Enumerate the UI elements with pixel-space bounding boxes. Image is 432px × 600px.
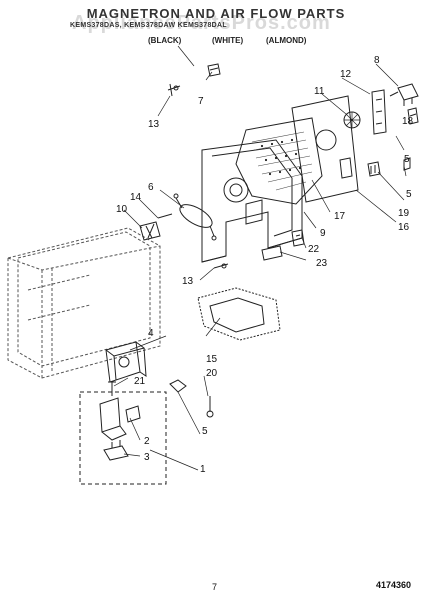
- clip-7: [207, 63, 221, 77]
- callout-5-upper: 5: [404, 154, 410, 165]
- wire-harness: [173, 193, 217, 241]
- callout-19: 19: [398, 208, 410, 219]
- page-number: 7: [212, 582, 218, 592]
- callout-18: 18: [402, 116, 414, 127]
- callout-3: 3: [144, 452, 150, 463]
- screw-13-lower: [213, 263, 229, 269]
- screw-14: [157, 213, 173, 219]
- clip-5-lower: [169, 379, 187, 393]
- page-title: MAGNETRON AND AIR FLOW PARTS: [86, 6, 346, 21]
- part-3: [103, 440, 129, 461]
- fan-blade: [343, 111, 361, 129]
- callout-10: 10: [116, 204, 128, 215]
- callout-1: 1: [200, 464, 206, 475]
- air-guide-panel: [235, 117, 323, 205]
- callout-20: 20: [206, 368, 218, 379]
- connector-19: [367, 161, 381, 177]
- document-number: 4174360: [376, 580, 412, 590]
- air-guide-plate: [197, 287, 281, 341]
- bracket-23: [261, 245, 283, 261]
- magnetron: [105, 341, 147, 383]
- leader-lines: [113, 45, 407, 471]
- callout-7: 7: [198, 96, 204, 107]
- watermark: AppliancePartsPros.com: [72, 12, 331, 34]
- oven-cavity-outline: [7, 227, 161, 379]
- color-black: (BLACK): [148, 36, 182, 45]
- screw-13-upper: [167, 83, 181, 97]
- model-numbers: KEMS378DAS, KEMS378DAW KEMS378DAL: [70, 22, 227, 29]
- block-22: [291, 229, 305, 247]
- callout-6: 6: [148, 182, 154, 193]
- callout-16: 16: [398, 222, 410, 233]
- bracket-2: [99, 397, 141, 441]
- callout-2: 2: [144, 436, 150, 447]
- callout-23: 23: [316, 258, 328, 269]
- callout-17: 17: [334, 211, 346, 222]
- fan-bracket: [371, 89, 387, 135]
- callout-5-lower: 5: [202, 426, 208, 437]
- callout-5-right: 5: [406, 189, 412, 200]
- clip-18: [407, 107, 419, 125]
- callout-13-upper: 13: [148, 119, 160, 130]
- callout-12: 12: [340, 69, 352, 80]
- screw-21: [108, 381, 116, 396]
- callout-11: 11: [314, 86, 325, 97]
- callout-22: 22: [308, 244, 320, 255]
- color-almond: (ALMOND): [266, 36, 307, 45]
- callout-15: 15: [206, 354, 218, 365]
- callout-9: 9: [320, 228, 326, 239]
- thermal-cutout: [139, 221, 161, 241]
- callout-4: 4: [148, 328, 154, 339]
- callout-13-lower: 13: [182, 276, 194, 287]
- assembly-box-1: [79, 391, 167, 485]
- fan-motor: [389, 83, 419, 106]
- screw-20: [206, 396, 214, 418]
- callout-21: 21: [134, 376, 146, 387]
- callout-14: 14: [130, 192, 142, 203]
- color-white: (WHITE): [212, 36, 244, 45]
- waveguide-frame: [201, 139, 303, 263]
- callout-8: 8: [374, 55, 380, 66]
